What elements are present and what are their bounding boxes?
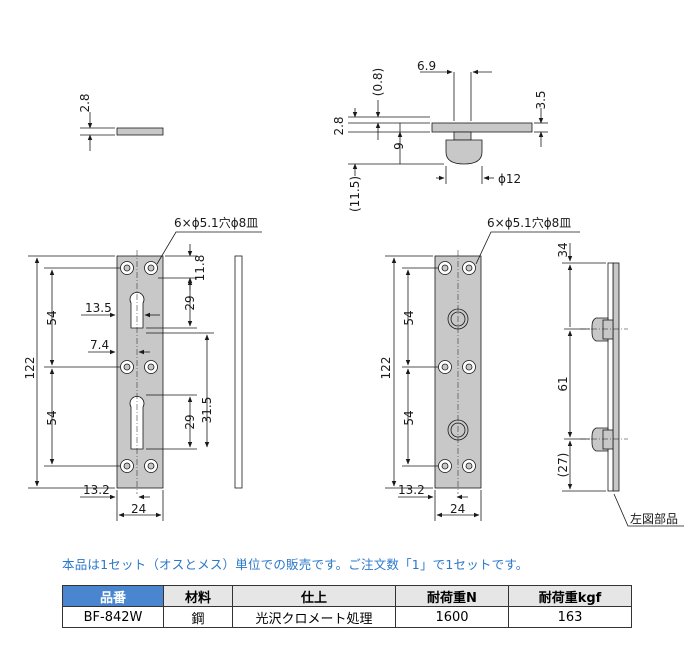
- dim-24-right: 24: [450, 502, 465, 516]
- dim-122-left: 122: [23, 357, 37, 380]
- cell-material: 鋼: [163, 606, 233, 628]
- dim-54-top-right: 54: [402, 310, 416, 325]
- cell-load-kgf: 163: [508, 606, 632, 628]
- dim-9: 9: [392, 142, 406, 150]
- cell-load-n: 1600: [395, 606, 509, 628]
- top-left-edge-view: [80, 112, 164, 151]
- dim-29-bottom: 29: [183, 414, 197, 429]
- dim-13-2-right: 13.2: [398, 483, 425, 497]
- dim-11-8: 11.8: [193, 255, 207, 282]
- cell-part-number: BF-842W: [62, 606, 164, 628]
- cell-finish: 光沢クロメート処理: [232, 606, 396, 628]
- dim-24-left: 24: [131, 502, 146, 516]
- dim-7-4: 7.4: [90, 338, 109, 352]
- top-right-stud-view: [348, 69, 548, 184]
- header-material: 材料: [163, 585, 233, 607]
- dim-13-2-left: 13.2: [83, 483, 110, 497]
- spec-table-header-row: 品番 材料 仕上 耐荷重N 耐荷重kgf: [62, 585, 632, 607]
- spec-table: 品番 材料 仕上 耐荷重N 耐荷重kgf BF-842W 鋼 光沢クロメート処理…: [62, 585, 632, 628]
- header-load-kgf: 耐荷重kgf: [508, 585, 632, 607]
- dim-61: 61: [556, 376, 570, 391]
- header-load-n: 耐荷重N: [395, 585, 509, 607]
- header-finish: 仕上: [232, 585, 396, 607]
- right-plate-view: [385, 231, 580, 521]
- side-assembly-view: [562, 243, 684, 527]
- dim-phi12: ϕ12: [498, 172, 521, 186]
- dim-6-9: 6.9: [417, 59, 436, 73]
- dim-54-bottom-left: 54: [45, 410, 59, 425]
- dim-2-8-stud: 2.8: [332, 116, 346, 135]
- dim-27: (27): [556, 453, 570, 478]
- header-part-number: 品番: [62, 585, 164, 607]
- spec-table-row: BF-842W 鋼 光沢クロメート処理 1600 163: [62, 606, 632, 628]
- dim-11-5: (11.5): [348, 176, 362, 212]
- left-plate-view: [28, 231, 262, 521]
- hole-note-right: 6×ϕ5.1穴ϕ8皿: [487, 215, 571, 230]
- dim-54-top-left: 54: [45, 310, 59, 325]
- left-part-label: 左図部品: [630, 511, 678, 526]
- dim-29-top: 29: [183, 295, 197, 310]
- hole-note-left: 6×ϕ5.1穴ϕ8皿: [174, 215, 258, 230]
- dim-thickness-top-left: 2.8: [78, 93, 92, 112]
- dim-122-right: 122: [379, 357, 393, 380]
- dim-34: 34: [556, 242, 570, 257]
- dim-0-8: (0.8): [371, 68, 385, 96]
- dim-54-bottom-right: 54: [402, 410, 416, 425]
- technical-drawing: 2.8 6.9: [23, 59, 684, 527]
- dim-31-5: 31.5: [200, 397, 214, 424]
- dim-13-5: 13.5: [85, 301, 112, 315]
- dim-3-5: 3.5: [534, 90, 548, 109]
- sales-note: 本品は1セット（オスとメス）単位での販売です。ご注文数「1」で1セットです。: [62, 557, 529, 572]
